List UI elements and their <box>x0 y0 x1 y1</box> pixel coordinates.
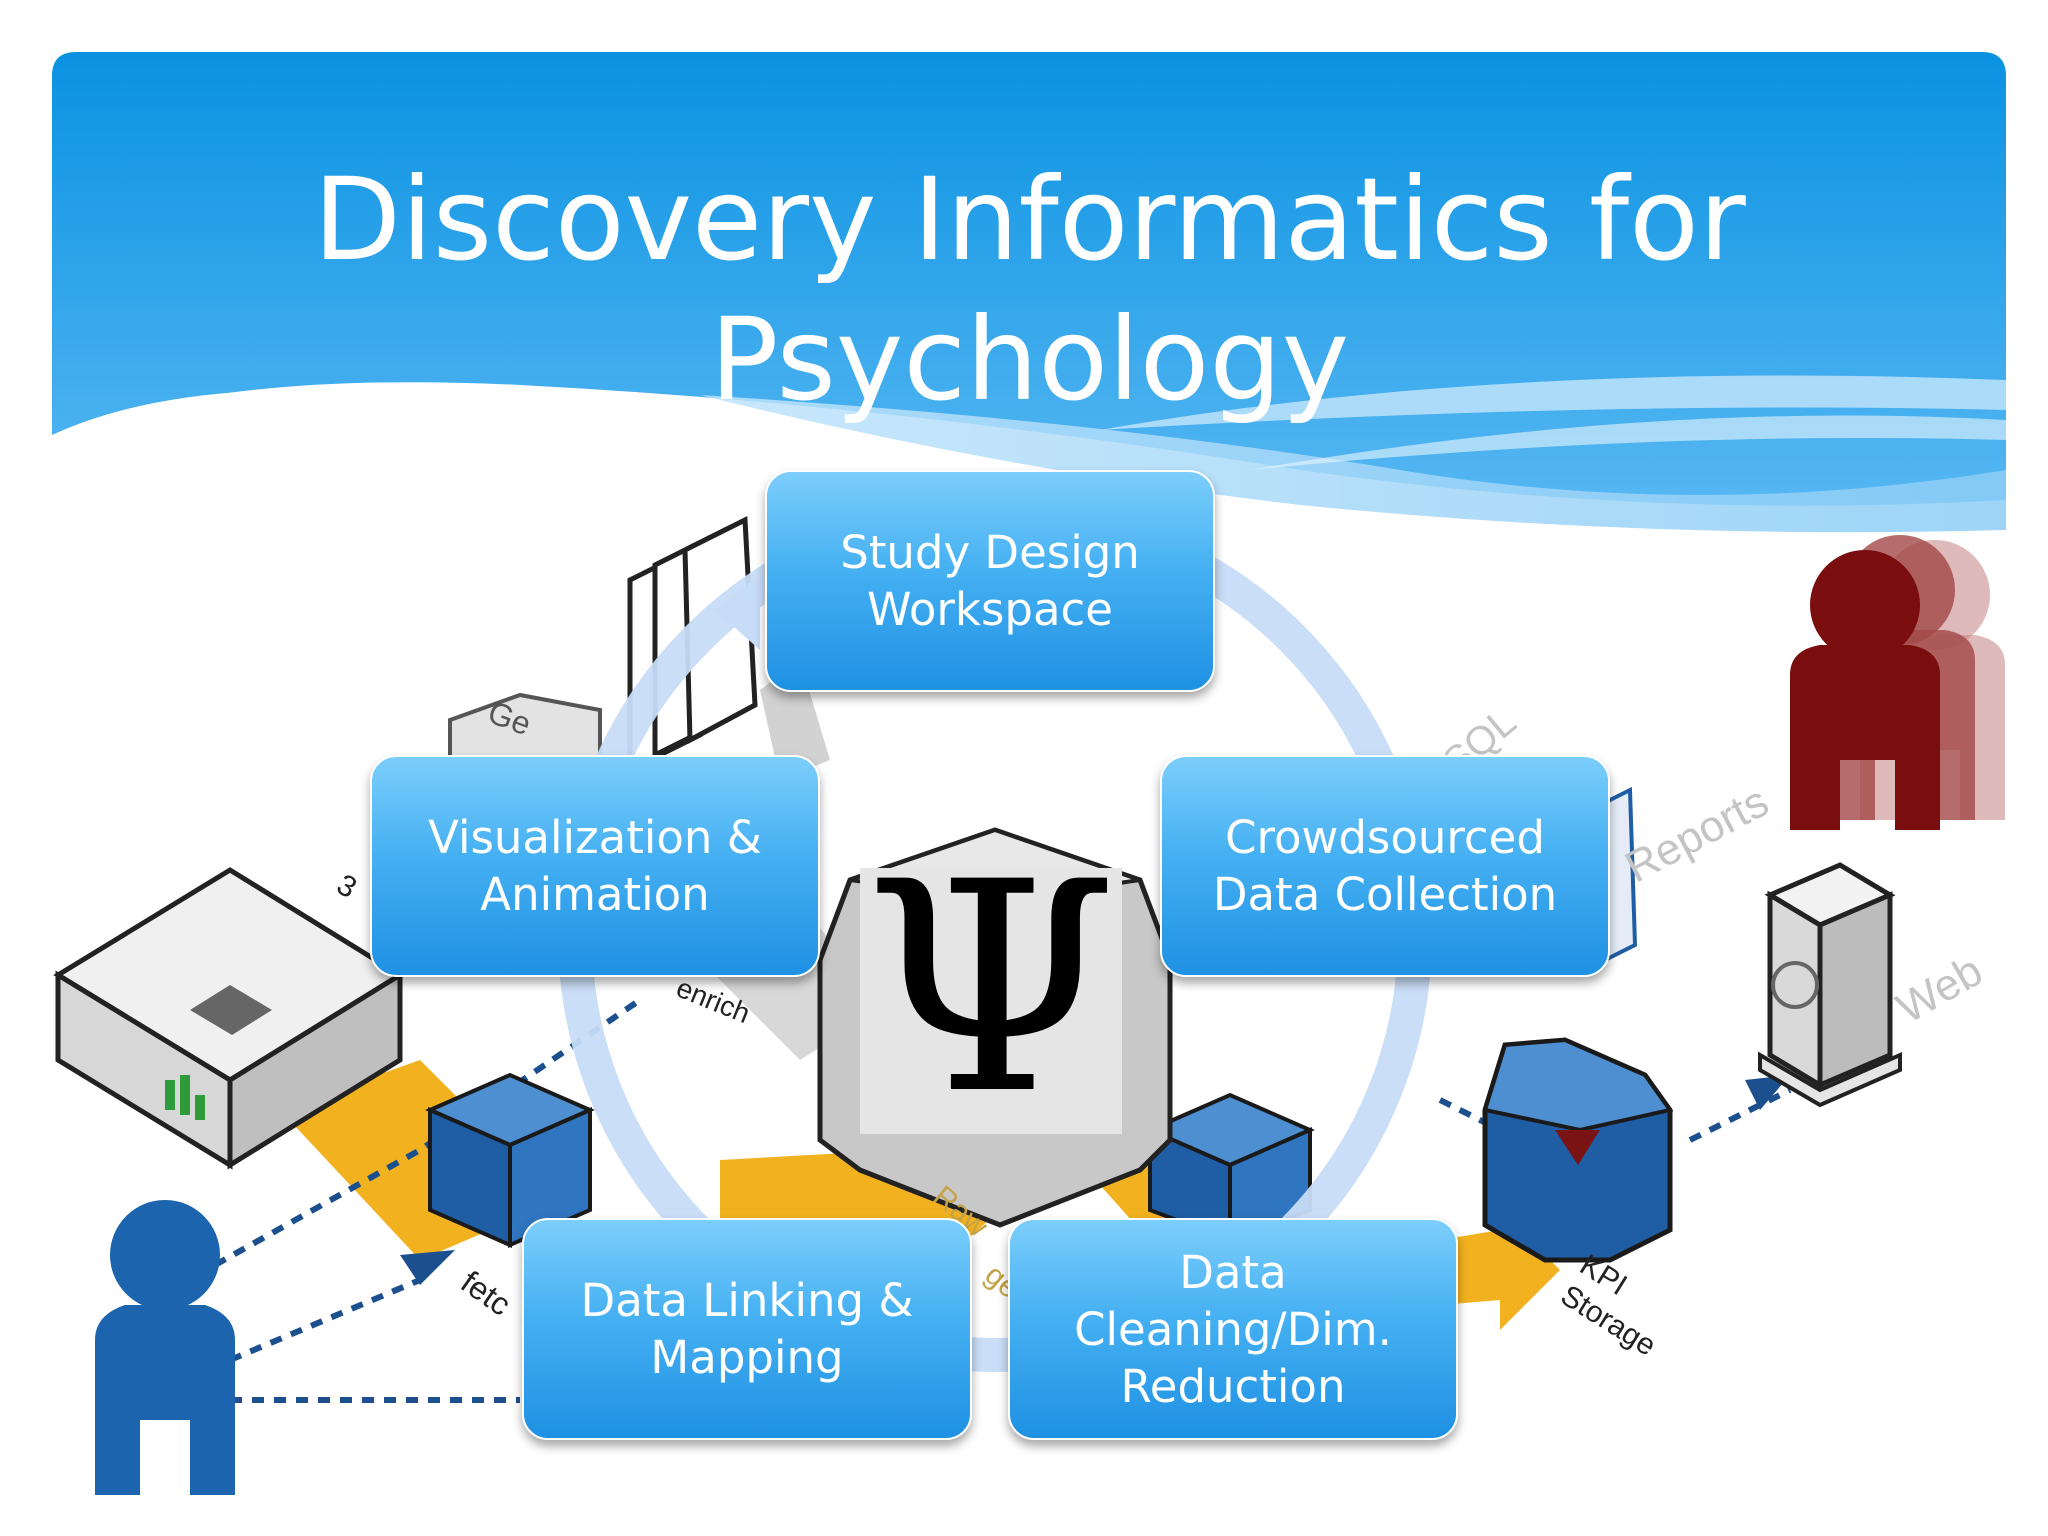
cycle-box-visualization: Visualization & Animation <box>370 755 820 977</box>
arrowhead-icon <box>1745 1075 1790 1110</box>
users-group-icon <box>1790 535 2005 830</box>
cycle-arrowhead-icon <box>715 575 760 650</box>
kpi-storage-icon <box>1482 1037 1674 1263</box>
cycle-box-label: Crowdsourced Data Collection <box>1212 811 1558 921</box>
geo-node-icon <box>448 692 602 762</box>
data-cube-icon <box>1145 1092 1315 1243</box>
cycle-box-study-design: Study Design Workspace <box>765 470 1215 692</box>
header-banner <box>52 52 2006 533</box>
user-icon <box>95 1200 235 1495</box>
cycle-box-crowdsourced: Crowdsourced Data Collection <box>1160 755 1610 977</box>
slide-title: Discovery Informatics for Psychology <box>313 153 1746 426</box>
web-server-icon <box>1758 862 1902 1108</box>
data-cube-icon <box>425 1072 595 1249</box>
arrowhead-icon <box>400 1250 455 1285</box>
cycle-box-label: Study Design Workspace <box>840 526 1140 636</box>
gray-shadow-shape <box>760 660 830 780</box>
cycle-box-label: Visualization & Animation <box>428 811 762 921</box>
cycle-box-data-linking: Data Linking & Mapping <box>522 1218 972 1440</box>
cycle-box-data-cleaning: Data Cleaning/Dim. Reduction <box>1008 1218 1458 1440</box>
psi-panel <box>860 868 1122 1134</box>
cycle-box-label: Data Cleaning/Dim. Reduction <box>1074 1245 1392 1413</box>
psi-symbol-icon: Ψ <box>863 821 1119 1158</box>
cycle-box-label: Data Linking & Mapping <box>580 1274 914 1384</box>
psi-panel-shade <box>860 868 1122 1134</box>
